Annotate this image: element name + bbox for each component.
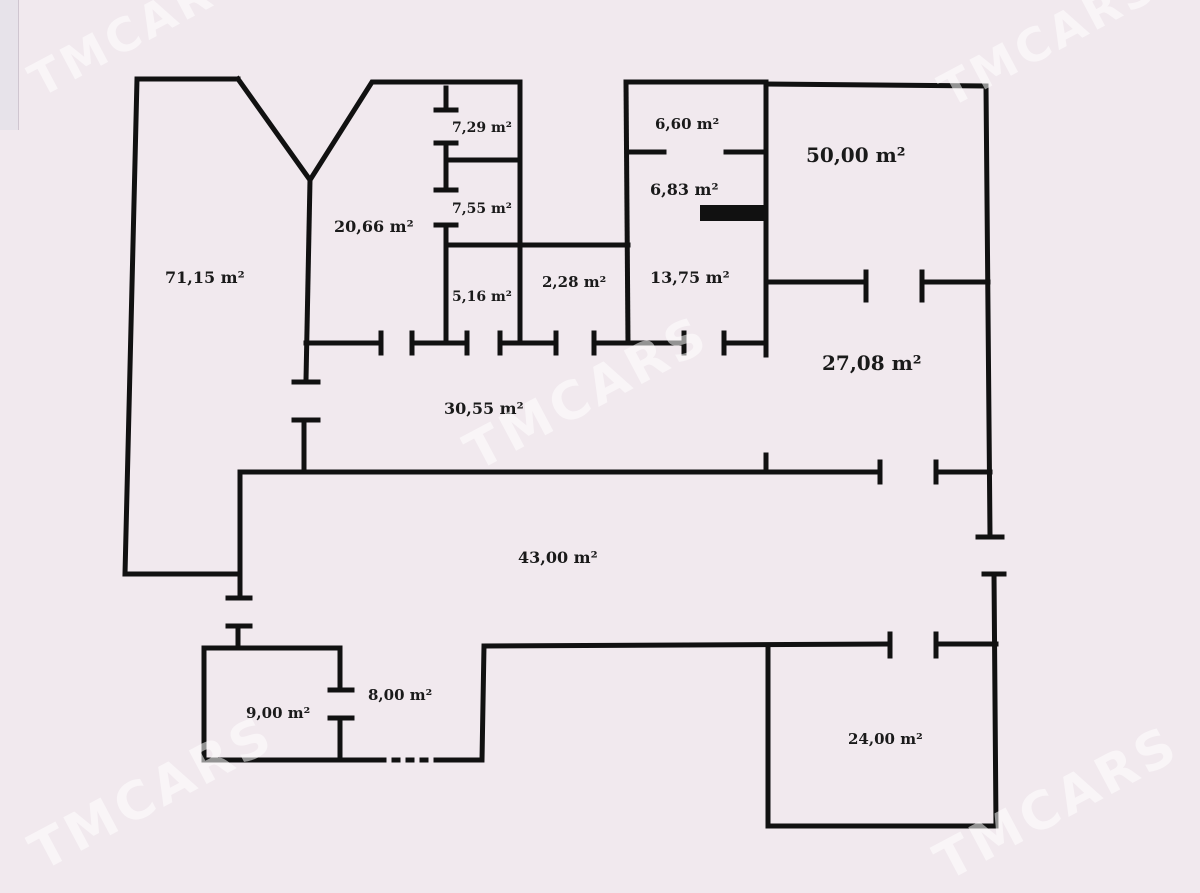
room-label-6-60: 6,60 m² [655, 115, 719, 133]
room-labels: 71,15 m² 20,66 m² 7,29 m² 7,55 m² 5,16 m… [165, 115, 923, 748]
room-label-7-29: 7,29 m² [452, 120, 512, 136]
room-label-43-00: 43,00 m² [518, 548, 598, 567]
room-label-71-15: 71,15 m² [165, 268, 245, 287]
room-label-9-00: 9,00 m² [246, 704, 310, 722]
room-label-27-08: 27,08 m² [822, 351, 922, 375]
walls [122, 75, 1007, 829]
paper-edge [0, 0, 19, 130]
room-label-5-16: 5,16 m² [452, 289, 512, 305]
room-label-7-55: 7,55 m² [452, 201, 512, 217]
room-label-50-00: 50,00 m² [806, 143, 906, 167]
floor-plan: 71,15 m² 20,66 m² 7,29 m² 7,55 m² 5,16 m… [122, 75, 1007, 829]
room-label-24-00: 24,00 m² [848, 730, 923, 748]
room-label-13-75: 13,75 m² [650, 268, 730, 287]
room-label-30-55: 30,55 m² [444, 399, 524, 418]
stair-block [700, 205, 766, 221]
room-label-20-66: 20,66 m² [334, 217, 414, 236]
room-label-6-83: 6,83 m² [650, 180, 718, 199]
room-label-2-28: 2,28 m² [542, 273, 606, 291]
room-label-8-00: 8,00 m² [368, 686, 432, 704]
